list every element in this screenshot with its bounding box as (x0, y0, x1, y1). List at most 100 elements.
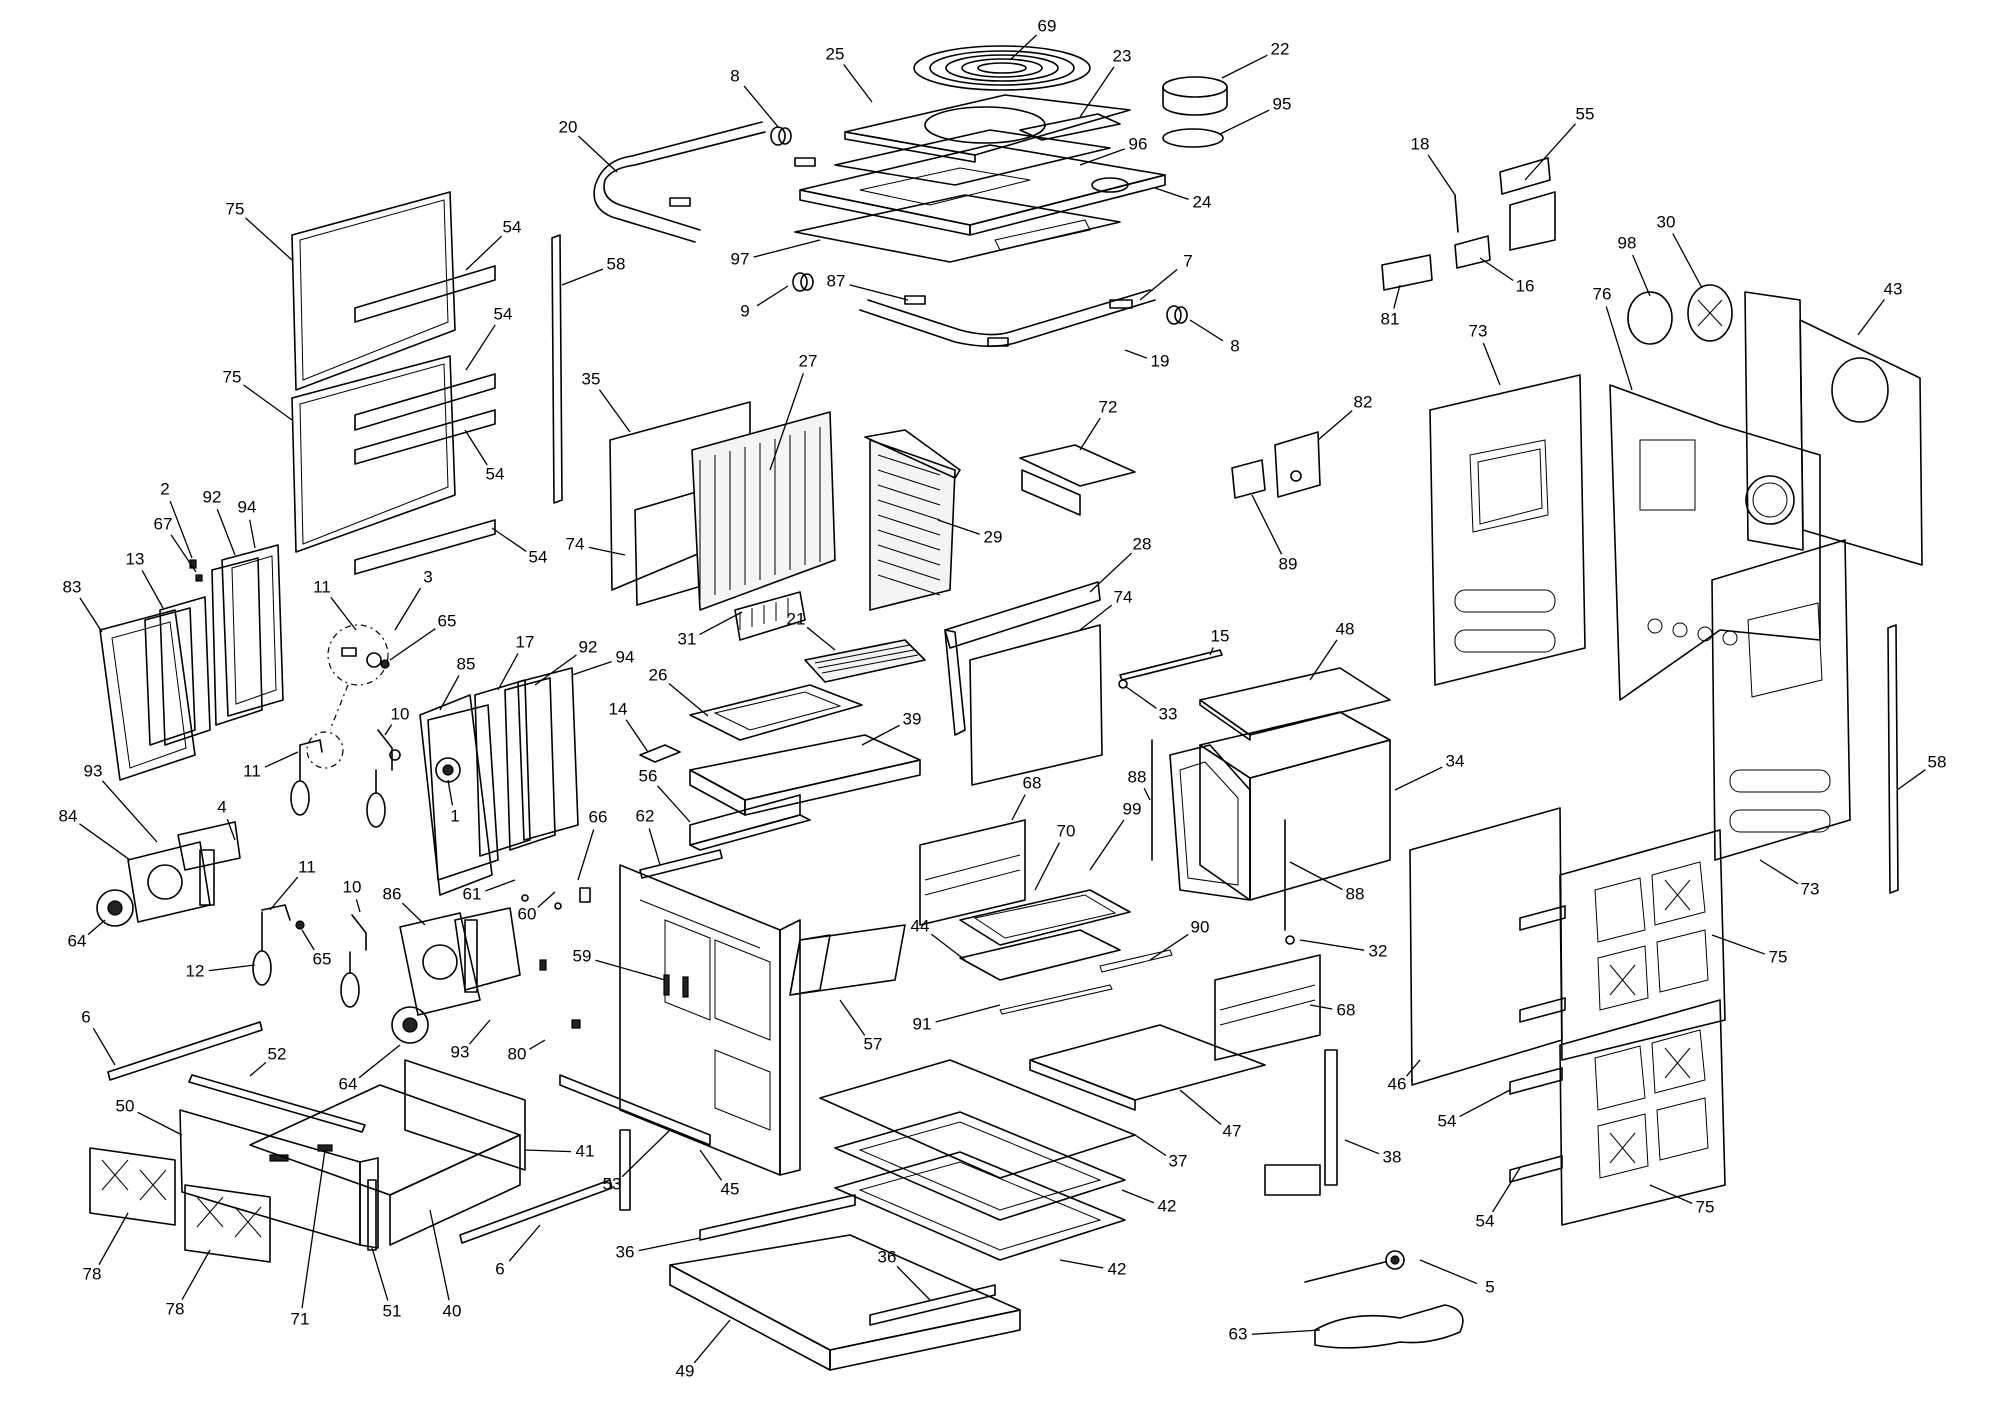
leader-line-42 (1121, 1189, 1155, 1204)
leader-line-96 (1079, 148, 1125, 166)
leader-line-78 (98, 1212, 129, 1265)
callout-label-18: 18 (1411, 134, 1430, 153)
part-91-rod (999, 984, 1113, 1015)
part-54-rail-1 (354, 265, 496, 323)
callout-label-92: 92 (579, 637, 598, 656)
part-59-front-frame (619, 864, 801, 1176)
part-15-rod (1119, 649, 1223, 681)
callout-label-66: 66 (589, 807, 608, 826)
part-17-glass (474, 679, 531, 857)
leader-line-24 (1154, 187, 1189, 200)
leader-line-46 (1405, 1059, 1421, 1077)
part-67-screw (195, 574, 203, 582)
leader-line-75 (245, 217, 293, 261)
leader-line-88 (1143, 788, 1151, 801)
part-94-oven-frame (517, 667, 579, 841)
part-34-oven-box (1199, 711, 1391, 901)
callout-label-92: 92 (203, 487, 222, 506)
leader-line-99 (1089, 819, 1125, 871)
callout-label-45: 45 (721, 1179, 740, 1198)
leader-line-11 (264, 751, 299, 768)
leader-line-18 (1427, 154, 1456, 196)
leader-line-91 (935, 1004, 1001, 1023)
central-frame (521, 794, 1021, 1371)
callout-label-61: 61 (463, 884, 482, 903)
part-58-strip-left (551, 234, 563, 504)
leader-line-9 (756, 285, 789, 307)
callout-label-32: 32 (1369, 941, 1388, 960)
callout-label-29: 29 (984, 527, 1003, 546)
fixings-top (770, 126, 1188, 325)
leader-line-21 (806, 626, 836, 651)
callout-label-73: 73 (1801, 879, 1820, 898)
part-57-tray (789, 924, 906, 996)
leader-line-23 (1079, 66, 1115, 118)
leader-line-94 (249, 519, 256, 549)
callout-label-94: 94 (238, 497, 257, 516)
leader-line-10 (355, 899, 361, 913)
leader-line-27 (769, 373, 804, 471)
callout-label-10: 10 (391, 704, 410, 723)
callout-label-27: 27 (799, 351, 818, 370)
leader-line-54 (1459, 1089, 1511, 1118)
callout-label-83: 83 (63, 577, 82, 596)
leader-line-10 (384, 724, 393, 736)
part-50-drawer-front (179, 1109, 379, 1249)
leader-line-13 (141, 570, 164, 609)
callout-label-97: 97 (731, 249, 750, 268)
leader-line-1 (447, 779, 454, 806)
callout-label-54: 54 (503, 217, 522, 236)
callout-label-11: 11 (243, 761, 261, 780)
callout-label-58: 58 (607, 254, 626, 273)
callout-label-43: 43 (1884, 279, 1903, 298)
callout-label-34: 34 (1446, 751, 1465, 770)
callout-label-25: 25 (826, 44, 845, 63)
callout-label-31: 31 (678, 629, 697, 648)
callout-label-9: 9 (740, 301, 749, 320)
callout-label-11: 11 (313, 577, 331, 596)
leader-line-54 (1492, 1167, 1521, 1213)
callout-label-98: 98 (1618, 233, 1637, 252)
part-64-air-rosette-right (391, 1006, 429, 1044)
leader-line-53 (621, 1129, 671, 1178)
leader-line-67 (170, 534, 197, 573)
leader-line-70 (1034, 842, 1060, 891)
leader-line-41 (524, 1149, 572, 1153)
part-54-rail-2 (354, 373, 496, 431)
callout-label-82: 82 (1354, 392, 1373, 411)
part-54-rail-right-3 (1509, 1067, 1563, 1095)
part-30-flue-ring (1687, 284, 1733, 342)
part-20-front-rail (593, 121, 766, 243)
callout-label-21: 21 (787, 609, 806, 628)
callout-label-10: 10 (343, 877, 362, 896)
part-38-bracket (1264, 1049, 1338, 1196)
callout-label-90: 90 (1191, 917, 1210, 936)
callout-label-70: 70 (1057, 821, 1076, 840)
callout-label-89: 89 (1279, 554, 1298, 573)
callout-label-64: 64 (339, 1074, 358, 1093)
callout-label-11: 11 (298, 857, 316, 876)
leader-line-58 (1896, 769, 1926, 791)
callout-label-91: 91 (913, 1014, 932, 1033)
part-6-rail-lower (459, 1179, 613, 1244)
part-75-panel-upper (291, 191, 456, 391)
callout-label-64: 64 (68, 931, 87, 950)
part-54-rail-right-1 (1519, 905, 1566, 931)
leader-line-16 (1479, 257, 1514, 282)
callout-label-24: 24 (1193, 192, 1212, 211)
callout-label-75: 75 (226, 199, 245, 218)
leader-line-78 (181, 1249, 211, 1300)
leader-line-87 (849, 284, 909, 301)
callout-label-23: 23 (1113, 46, 1132, 65)
leader-line-28 (1089, 552, 1133, 593)
leader-line-73 (1759, 859, 1799, 885)
leader-line-39 (861, 724, 900, 746)
callout-label-78: 78 (166, 1299, 185, 1318)
leader-line-31 (699, 611, 743, 636)
part-84-firebox-door (127, 841, 215, 923)
leader-line-64 (87, 919, 106, 936)
detail-circle-latch (306, 731, 344, 769)
part-53-bar (559, 1074, 711, 1146)
part-51-side (367, 1179, 377, 1251)
callout-label-62: 62 (636, 806, 655, 825)
